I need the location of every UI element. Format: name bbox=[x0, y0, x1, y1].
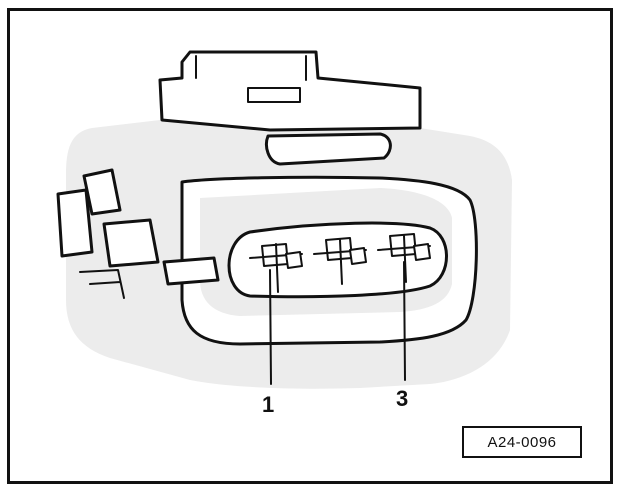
figure-reference-code: A24-0096 bbox=[462, 426, 582, 458]
callout-label-1: 1 bbox=[262, 392, 274, 417]
front-tab bbox=[162, 256, 220, 286]
side-lug-lower bbox=[56, 188, 94, 258]
side-lug-upper bbox=[82, 168, 122, 216]
leader-line-3 bbox=[403, 261, 406, 381]
side-rib bbox=[79, 269, 125, 299]
pin-3-contact bbox=[377, 233, 431, 283]
pin-2-contact bbox=[313, 237, 367, 285]
leader-line-1 bbox=[269, 269, 272, 385]
callout-label-3: 3 bbox=[396, 386, 408, 411]
latch-ridge bbox=[195, 55, 307, 81]
side-lug-block bbox=[102, 218, 160, 268]
latch-slot bbox=[247, 87, 301, 103]
latch-tongue bbox=[265, 132, 392, 166]
pin-1-contact bbox=[249, 243, 303, 293]
